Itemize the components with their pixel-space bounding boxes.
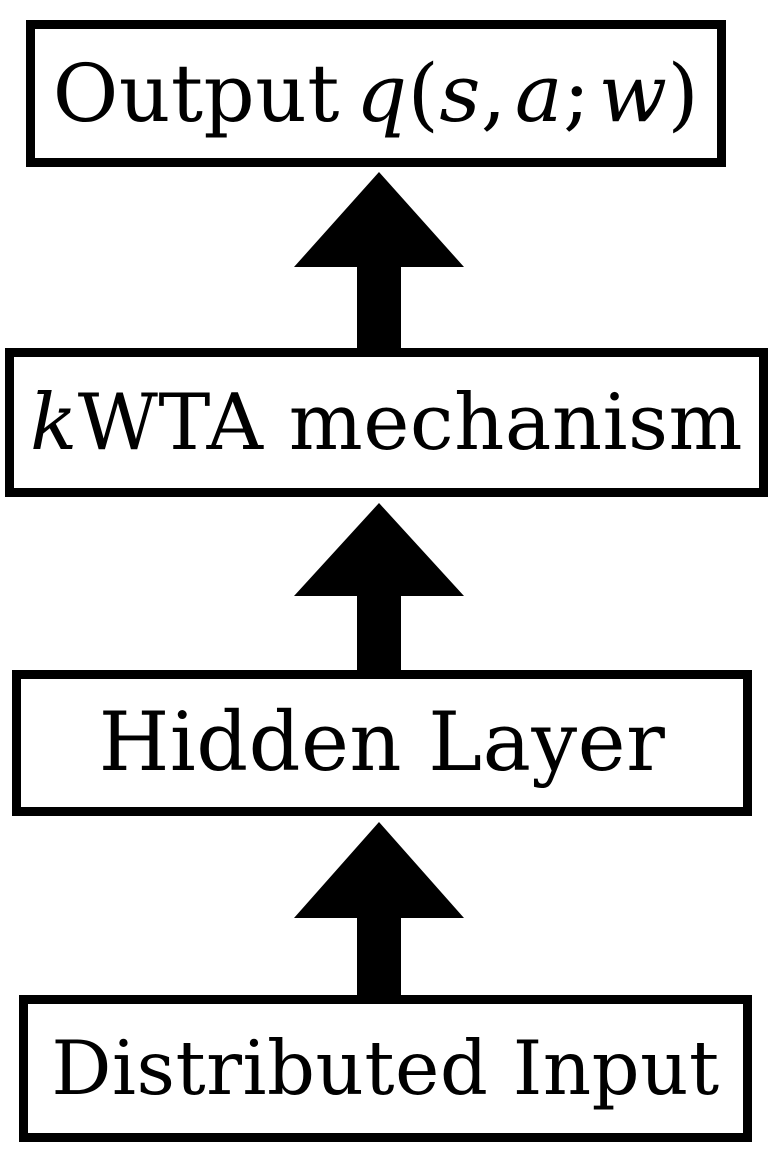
node-hidden-box: Hidden Layer [12, 670, 752, 816]
node-input-box: Distributed Input [19, 995, 752, 1142]
node-kwta-box: kWTA mechanism [5, 348, 768, 497]
node-kwta-label: kWTA mechanism [30, 384, 743, 462]
math-semicolon: ; [563, 46, 591, 140]
arrow-hidden-to-kwta [289, 497, 469, 671]
block-arrow-up-icon [294, 172, 464, 349]
math-close-paren: ) [667, 46, 700, 140]
arrow-input-to-hidden [289, 816, 469, 996]
block-arrow-up-icon [294, 822, 464, 996]
math-comma: , [480, 46, 507, 140]
math-open-paren: ( [407, 46, 440, 140]
node-kwta-label-k: k [29, 377, 78, 468]
block-arrow-up-icon [294, 503, 464, 671]
arrow-kwta-to-output [289, 167, 469, 349]
math-arg-state: s [439, 46, 481, 140]
math-function-q: q [355, 46, 408, 140]
math-arg-weights: w [598, 46, 668, 140]
node-input-label: Distributed Input [51, 1024, 720, 1112]
node-kwta-label-rest: WTA mechanism [77, 377, 744, 468]
math-arg-action: a [514, 46, 564, 140]
node-hidden-label: Hidden Layer [98, 695, 666, 790]
node-output-label-prefix: Output [52, 46, 340, 140]
